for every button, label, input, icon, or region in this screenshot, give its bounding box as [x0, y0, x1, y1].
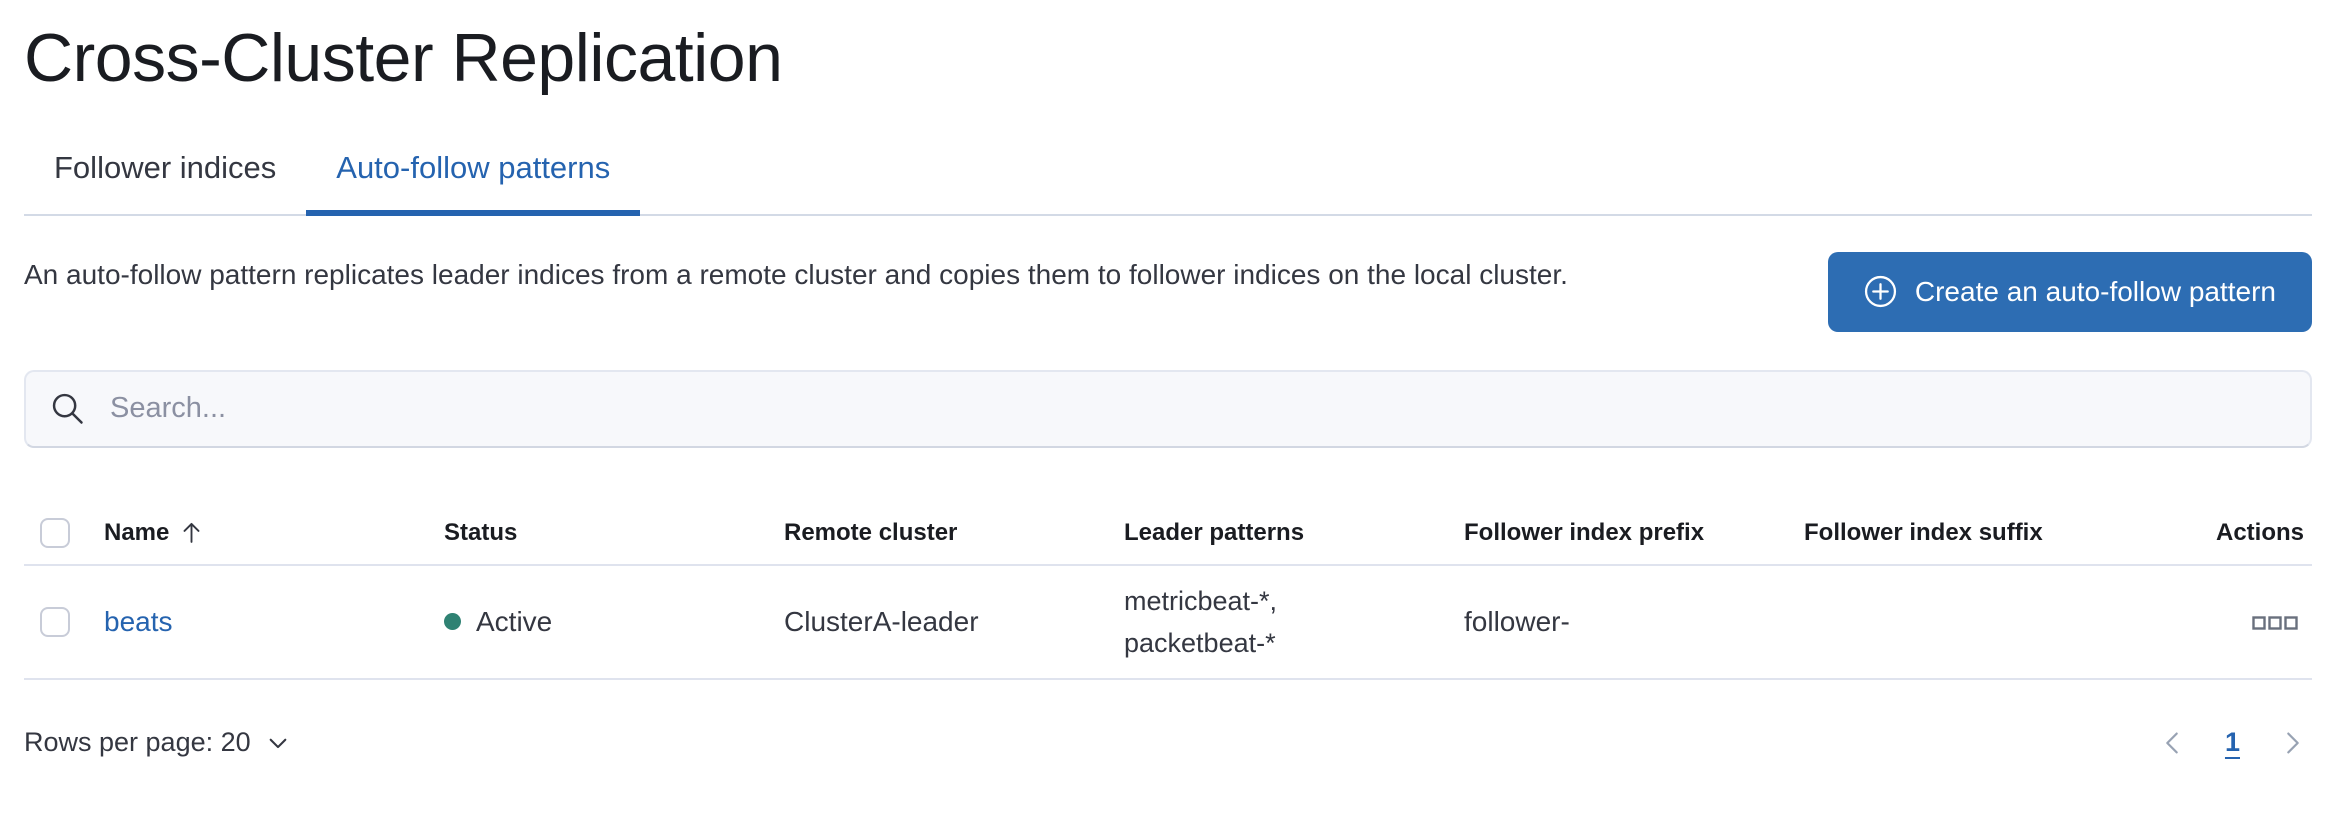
- column-header-follower-index-suffix: Follower index suffix: [1804, 518, 2043, 546]
- table-header-row: Name Status Remote cluster Leader patter…: [24, 504, 2312, 566]
- column-header-remote-cluster: Remote cluster: [784, 518, 958, 546]
- pattern-name-link[interactable]: beats: [104, 605, 173, 637]
- chevron-right-icon: [2278, 728, 2308, 758]
- page-title: Cross-Cluster Replication: [24, 20, 783, 96]
- cross-cluster-replication-page: Cross-Cluster Replication Follower indic…: [0, 18, 2336, 762]
- rows-per-page-button[interactable]: Rows per page: 20: [24, 727, 291, 758]
- select-all-cell: [24, 517, 88, 548]
- column-header-name-label: Name: [104, 518, 170, 546]
- column-header-name[interactable]: Name: [88, 519, 428, 547]
- tab-follower-indices[interactable]: Follower indices: [54, 149, 277, 185]
- create-auto-follow-pattern-button[interactable]: Create an auto-follow pattern: [1827, 251, 2312, 332]
- remote-cluster-cell: ClusterA-leader: [784, 605, 979, 637]
- actions-cell: [2230, 606, 2312, 638]
- status-cell: Active: [428, 606, 768, 638]
- auto-follow-patterns-table: Name Status Remote cluster Leader patter…: [24, 504, 2312, 680]
- page-description: An auto-follow pattern replicates leader…: [24, 258, 1568, 290]
- column-header-actions: Actions: [2215, 518, 2304, 546]
- sort-ascending-arrow-icon: [179, 520, 204, 545]
- search-input[interactable]: [108, 391, 2286, 427]
- page-number-1[interactable]: 1: [2224, 727, 2240, 758]
- row-actions-button[interactable]: [2246, 609, 2304, 637]
- select-all-checkbox[interactable]: [40, 517, 70, 548]
- column-header-follower-index-prefix: Follower index prefix: [1464, 518, 1705, 546]
- search-icon: [50, 391, 86, 427]
- rows-per-page-label: Rows per page: 20: [24, 727, 251, 758]
- search-bar: [24, 369, 2312, 448]
- column-header-leader-patterns: Leader patterns: [1124, 518, 1305, 546]
- select-row-cell: [24, 606, 88, 637]
- boxes-horizontal-icon: [2252, 615, 2298, 631]
- plus-in-circle-icon: [1864, 275, 1897, 308]
- tab-bar: Follower indices Auto-follow patterns: [24, 150, 2312, 216]
- status-active-dot-icon: [444, 613, 461, 631]
- page-controls: 1: [2153, 724, 2312, 762]
- chevron-left-icon: [2157, 728, 2187, 758]
- next-page-button[interactable]: [2274, 724, 2312, 762]
- column-header-status: Status: [444, 518, 518, 546]
- leader-pattern-line: packetbeat-*: [1124, 627, 1276, 658]
- table-row: beats Active ClusterA-leader metricbeat-…: [24, 566, 2312, 680]
- leader-pattern-line: metricbeat-*,: [1124, 585, 1278, 616]
- name-cell: beats: [88, 606, 428, 638]
- leader-patterns-cell: metricbeat-*, packetbeat-*: [1108, 580, 1448, 664]
- select-row-checkbox[interactable]: [40, 606, 70, 637]
- tab-auto-follow-patterns[interactable]: Auto-follow patterns: [306, 150, 641, 216]
- pagination-bar: Rows per page: 20 1: [24, 724, 2312, 762]
- follower-index-prefix-cell: follower-: [1464, 605, 1570, 637]
- previous-page-button[interactable]: [2153, 724, 2191, 762]
- header-row: An auto-follow pattern replicates leader…: [24, 251, 2312, 332]
- status-label: Active: [476, 605, 553, 637]
- create-button-label: Create an auto-follow pattern: [1914, 275, 2276, 307]
- chevron-down-icon: [265, 730, 291, 756]
